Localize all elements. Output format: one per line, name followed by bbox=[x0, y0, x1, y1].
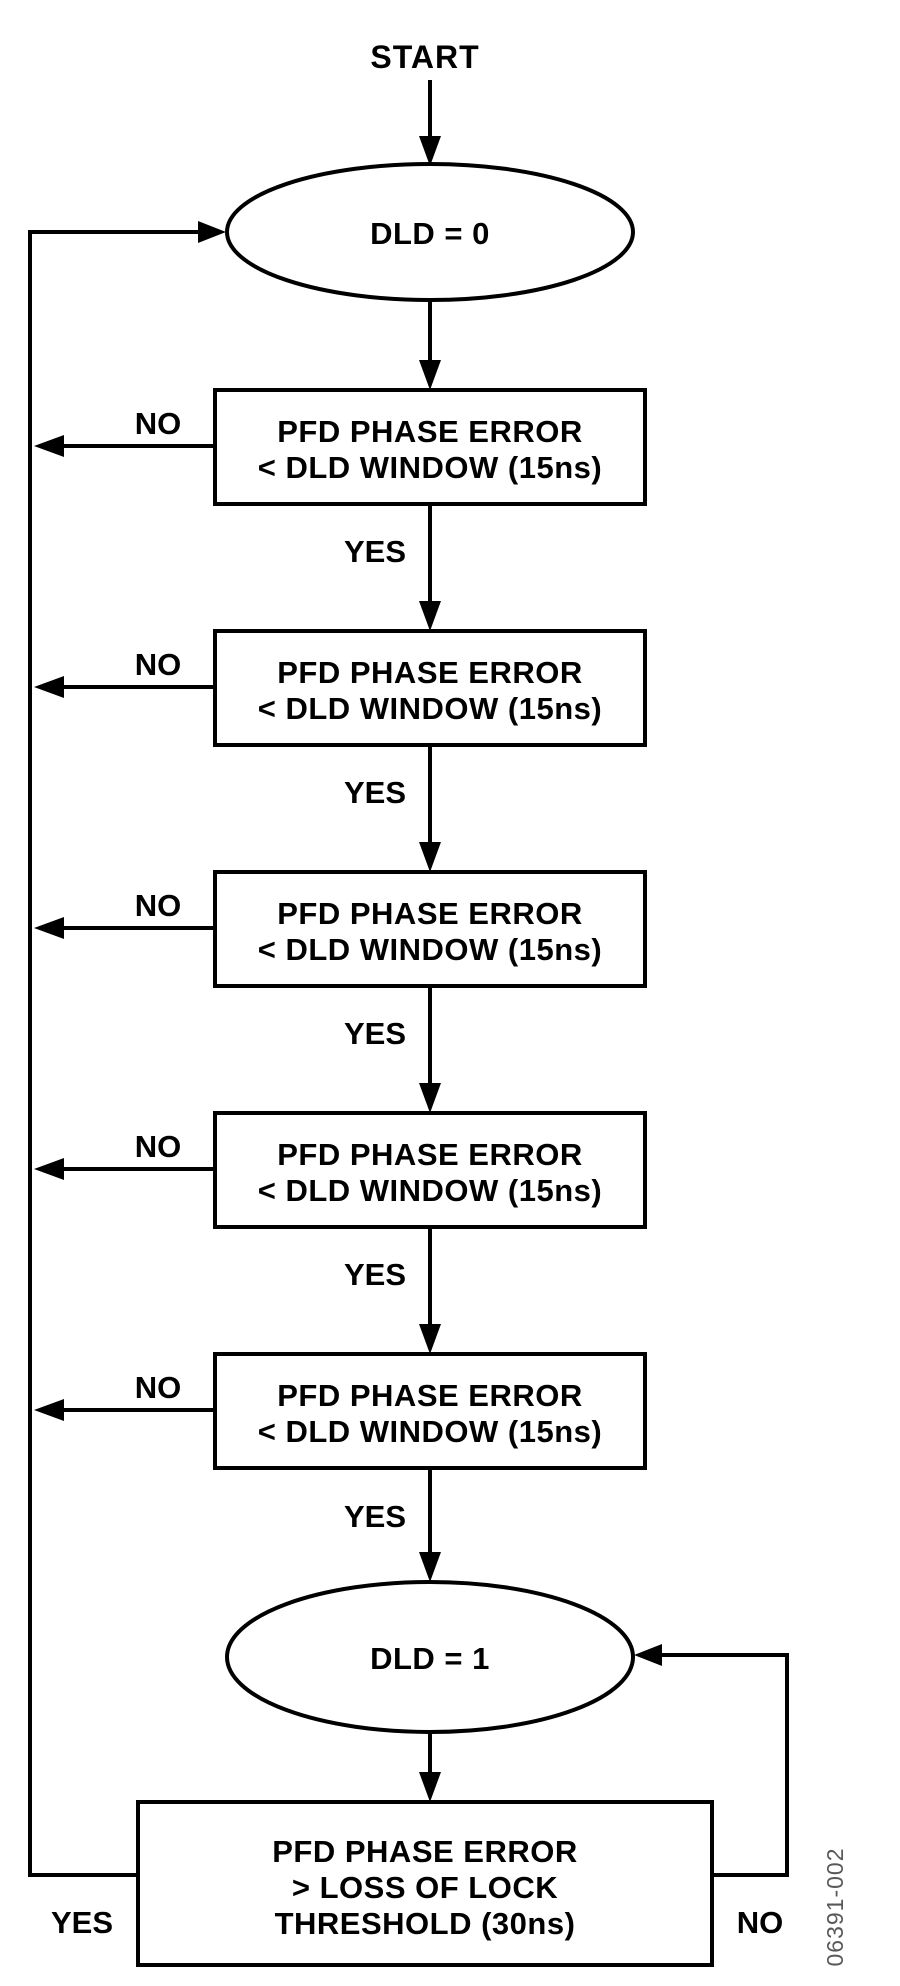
decision-box-3: PFD PHASE ERROR < DLD WINDOW (15ns) NO Y… bbox=[34, 870, 647, 1113]
right-feedback-wire bbox=[660, 1653, 789, 1877]
no-branch-label: NO bbox=[135, 1129, 182, 1164]
no-branch-label: NO bbox=[135, 647, 182, 682]
yes-branch-label: YES bbox=[344, 1016, 406, 1051]
start-arrowhead-icon bbox=[419, 136, 441, 166]
yes-branch-label: YES bbox=[344, 534, 406, 569]
start-label: START bbox=[370, 39, 479, 75]
no-branch-arrowhead-icon bbox=[34, 1399, 64, 1421]
final-no-label: NO bbox=[737, 1905, 784, 1940]
yes-branch-label: YES bbox=[344, 775, 406, 810]
left-feedback-arrowhead-icon bbox=[198, 221, 226, 243]
decision-text-line1: PFD PHASE ERROR bbox=[277, 896, 582, 931]
no-branch-label: NO bbox=[135, 406, 182, 441]
no-branch-label: NO bbox=[135, 888, 182, 923]
no-branch-arrowhead-icon bbox=[34, 676, 64, 698]
decision-box-2: PFD PHASE ERROR < DLD WINDOW (15ns) NO Y… bbox=[34, 629, 647, 872]
final-rect bbox=[136, 1800, 714, 1967]
state-dld1-label: DLD = 1 bbox=[370, 1641, 490, 1676]
decision-box-5: PFD PHASE ERROR < DLD WINDOW (15ns) NO Y… bbox=[34, 1352, 647, 1582]
no-branch-label: NO bbox=[135, 1370, 182, 1405]
yes-branch-label: YES bbox=[344, 1499, 406, 1534]
right-feedback-arrowhead-icon bbox=[634, 1644, 662, 1666]
left-feedback-wire bbox=[28, 230, 202, 1877]
decision-box-4: PFD PHASE ERROR < DLD WINDOW (15ns) NO Y… bbox=[34, 1111, 647, 1354]
decision-text-line2: < DLD WINDOW (15ns) bbox=[258, 932, 602, 967]
final-text-line1: PFD PHASE ERROR bbox=[272, 1834, 577, 1869]
decision-rect bbox=[213, 1352, 647, 1470]
yes-branch-arrowhead-icon bbox=[419, 1083, 441, 1113]
yes-branch-arrowhead-icon bbox=[419, 842, 441, 872]
no-branch-arrowhead-icon bbox=[34, 435, 64, 457]
final-text-line3: THRESHOLD (30ns) bbox=[275, 1906, 576, 1941]
decision-text-line2: < DLD WINDOW (15ns) bbox=[258, 450, 602, 485]
yes-branch-arrowhead-icon bbox=[419, 1552, 441, 1582]
connector-arrowhead-icon bbox=[419, 360, 441, 390]
figure-code: 06391-002 bbox=[822, 1848, 848, 1967]
connector-arrowhead-icon bbox=[419, 1772, 441, 1802]
no-branch-arrowhead-icon bbox=[34, 917, 64, 939]
decision-rect bbox=[213, 1111, 647, 1229]
decision-text-line1: PFD PHASE ERROR bbox=[277, 414, 582, 449]
final-box: PFD PHASE ERROR > LOSS OF LOCK THRESHOLD… bbox=[51, 1800, 784, 1967]
yes-branch-arrowhead-icon bbox=[419, 1324, 441, 1354]
decision-text-line2: < DLD WINDOW (15ns) bbox=[258, 1173, 602, 1208]
decision-text-line1: PFD PHASE ERROR bbox=[277, 655, 582, 690]
final-yes-label: YES bbox=[51, 1905, 113, 1940]
decision-text-line2: < DLD WINDOW (15ns) bbox=[258, 1414, 602, 1449]
decision-text-line2: < DLD WINDOW (15ns) bbox=[258, 691, 602, 726]
no-branch-arrowhead-icon bbox=[34, 1158, 64, 1180]
state-dld0-label: DLD = 0 bbox=[370, 216, 490, 251]
final-text-line2: > LOSS OF LOCK bbox=[292, 1870, 558, 1905]
decision-box-1: PFD PHASE ERROR < DLD WINDOW (15ns) NO Y… bbox=[34, 388, 647, 631]
decision-text-line1: PFD PHASE ERROR bbox=[277, 1137, 582, 1172]
yes-branch-arrowhead-icon bbox=[419, 601, 441, 631]
yes-branch-label: YES bbox=[344, 1257, 406, 1292]
decision-text-line1: PFD PHASE ERROR bbox=[277, 1378, 582, 1413]
